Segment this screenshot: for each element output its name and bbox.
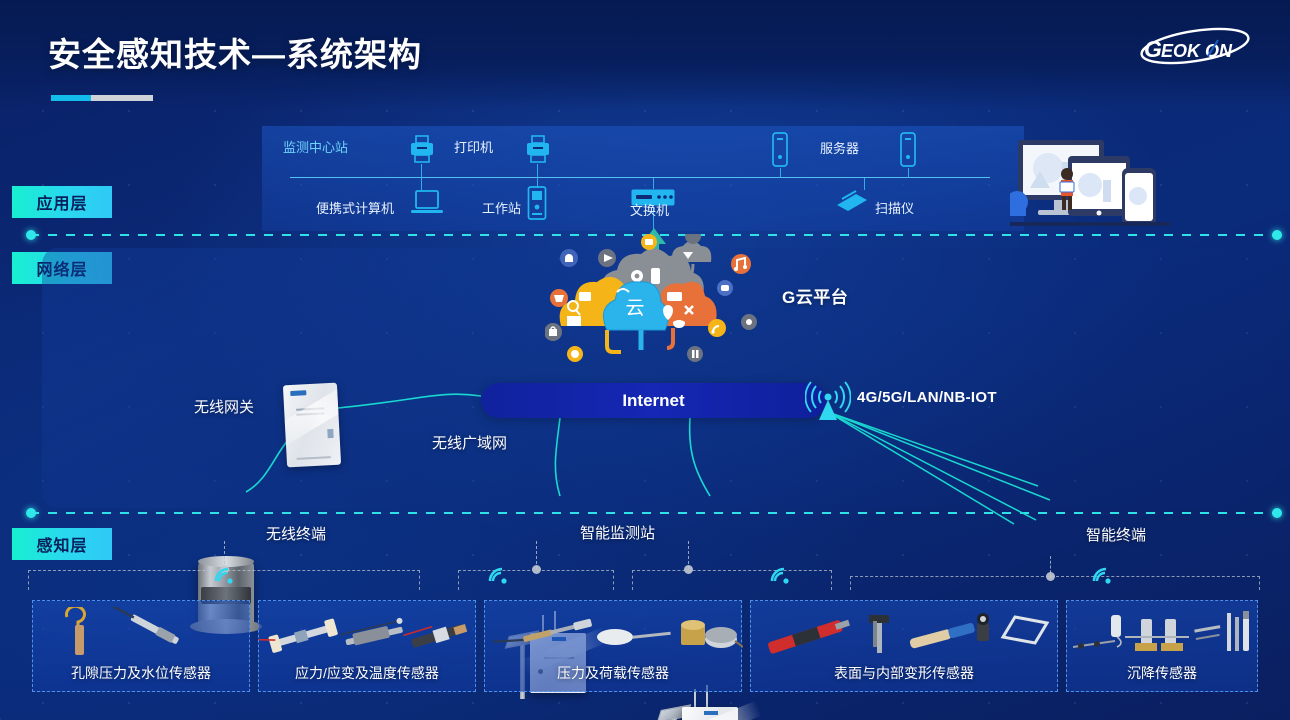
wifi-icon [212, 565, 236, 590]
accent-segment-gray [91, 95, 153, 101]
svg-text:N: N [1219, 41, 1233, 61]
printer-label: 打印机 [454, 140, 494, 155]
app-stem [780, 168, 781, 178]
sensor-illustration [485, 607, 744, 659]
device-port [327, 428, 334, 439]
device-logo [290, 390, 307, 397]
svg-text:EOK: EOK [1161, 41, 1202, 61]
wireless-terminal-label: 无线终端 [266, 526, 327, 543]
layer-tag-network[interactable]: 网络层 [12, 252, 112, 284]
connector-drop [224, 541, 225, 569]
connector-bracket [850, 576, 1260, 590]
sensor-group-box[interactable]: 表面与内部变形传感器 [750, 600, 1058, 692]
workstation-icon [527, 186, 547, 220]
geokon-logo: G EOK O N [1136, 26, 1254, 70]
layer-tag-application[interactable]: 应用层 [12, 186, 112, 218]
signal-tower-icon [804, 380, 852, 427]
sensor-group-title: 表面与内部变形传感器 [834, 665, 974, 681]
wireless-gateway-device [282, 382, 342, 468]
laptop-icon [410, 189, 444, 217]
printer-icon [525, 134, 551, 164]
svg-text:云: 云 [625, 298, 644, 319]
layer-tag-application-label: 应用层 [36, 196, 88, 213]
sensor-group-box[interactable]: 压力及荷载传感器 [484, 600, 744, 692]
sensor-group-title: 沉降传感器 [1127, 665, 1197, 681]
app-stem [537, 164, 538, 178]
server-icon [771, 132, 789, 168]
application-layer-panel [262, 126, 1024, 231]
sensor-illustration [1067, 607, 1257, 659]
application-bus-line [290, 177, 990, 178]
page-header: 安全感知技术—系统架构 G EOK O N [0, 0, 1290, 110]
antenna [694, 689, 696, 709]
scanner-icon [834, 188, 870, 214]
connector-bracket [632, 570, 832, 590]
sensor-group-box[interactable]: 沉降传感器 [1066, 600, 1258, 692]
workstation-label: 工作站 [482, 201, 522, 216]
wireless-gateway-label: 无线网关 [194, 399, 255, 416]
internet-bar[interactable]: Internet [481, 383, 826, 418]
antenna [706, 685, 708, 709]
switch-label: 文换机 [630, 203, 670, 218]
cloud-platform-label: G云平台 [782, 288, 849, 307]
divider-cap-right [1272, 230, 1282, 240]
scanner-label: 扫描仪 [875, 201, 915, 216]
sensor-illustration [258, 607, 475, 659]
divider-cap-left [26, 508, 36, 518]
device-text [296, 407, 325, 411]
switch-icon [631, 189, 675, 206]
divider-cap-left [26, 230, 36, 240]
sensor-illustration [33, 603, 249, 659]
wireless-wan-label: 无线广域网 [432, 435, 508, 452]
connector-bracket [458, 570, 614, 590]
cloud-platform-graphic: 云 [544, 228, 775, 364]
svg-text:G: G [1144, 36, 1162, 62]
divider-network-perception [26, 508, 1282, 518]
device-footer [296, 456, 331, 460]
app-stem [537, 178, 538, 187]
app-stem [421, 178, 422, 190]
sensor-group-box[interactable]: 孔隙压力及水位传感器 [32, 600, 250, 692]
connector-drop [688, 541, 689, 569]
connector-node [532, 565, 541, 574]
sensor-illustration [751, 607, 1057, 659]
app-stem-down [653, 207, 654, 235]
smart-monitoring-station-device [656, 685, 746, 720]
internet-label: Internet [622, 390, 685, 410]
divider-cap-right [1272, 508, 1282, 518]
portable-computer-label: 便携式计算机 [316, 201, 395, 216]
wifi-icon [486, 565, 510, 590]
printer-icon [409, 134, 435, 164]
wifi-icon [1090, 565, 1114, 590]
layer-tag-perception-label: 感知层 [36, 538, 88, 555]
network-technology-label: 4G/5G/LAN/NB-IOT [857, 389, 997, 406]
accent-segment-cyan [51, 95, 91, 101]
app-stem [421, 164, 422, 178]
monitoring-center-label: 监测中心站 [283, 140, 349, 155]
device-band [201, 587, 251, 604]
app-stem [908, 168, 909, 178]
cabinet [682, 707, 738, 720]
connector-drop [1050, 556, 1051, 578]
smart-monitoring-station-label: 智能监测站 [580, 525, 656, 542]
connector-node [684, 565, 693, 574]
wifi-icon [768, 565, 792, 590]
app-stem [653, 178, 654, 189]
smart-terminal-label: 智能终端 [1086, 527, 1147, 544]
connector-drop [536, 541, 537, 569]
sensor-group-title: 孔隙压力及水位传感器 [71, 665, 211, 681]
sensor-group-title: 压力及荷载传感器 [557, 665, 669, 681]
layer-tag-network-label: 网络层 [36, 256, 87, 280]
sensor-group-title: 应力/应变及温度传感器 [295, 665, 439, 681]
device-logo [704, 711, 718, 715]
devices-illustration [1006, 138, 1170, 230]
app-stem [864, 178, 865, 190]
sensor-group-box[interactable]: 应力/应变及温度传感器 [258, 600, 476, 692]
title-accent-bar [51, 95, 153, 101]
server-icon [899, 132, 917, 168]
server-label: 服务器 [820, 141, 860, 156]
layer-tag-perception[interactable]: 感知层 [12, 528, 112, 560]
page-title: 安全感知技术—系统架构 [48, 36, 422, 73]
